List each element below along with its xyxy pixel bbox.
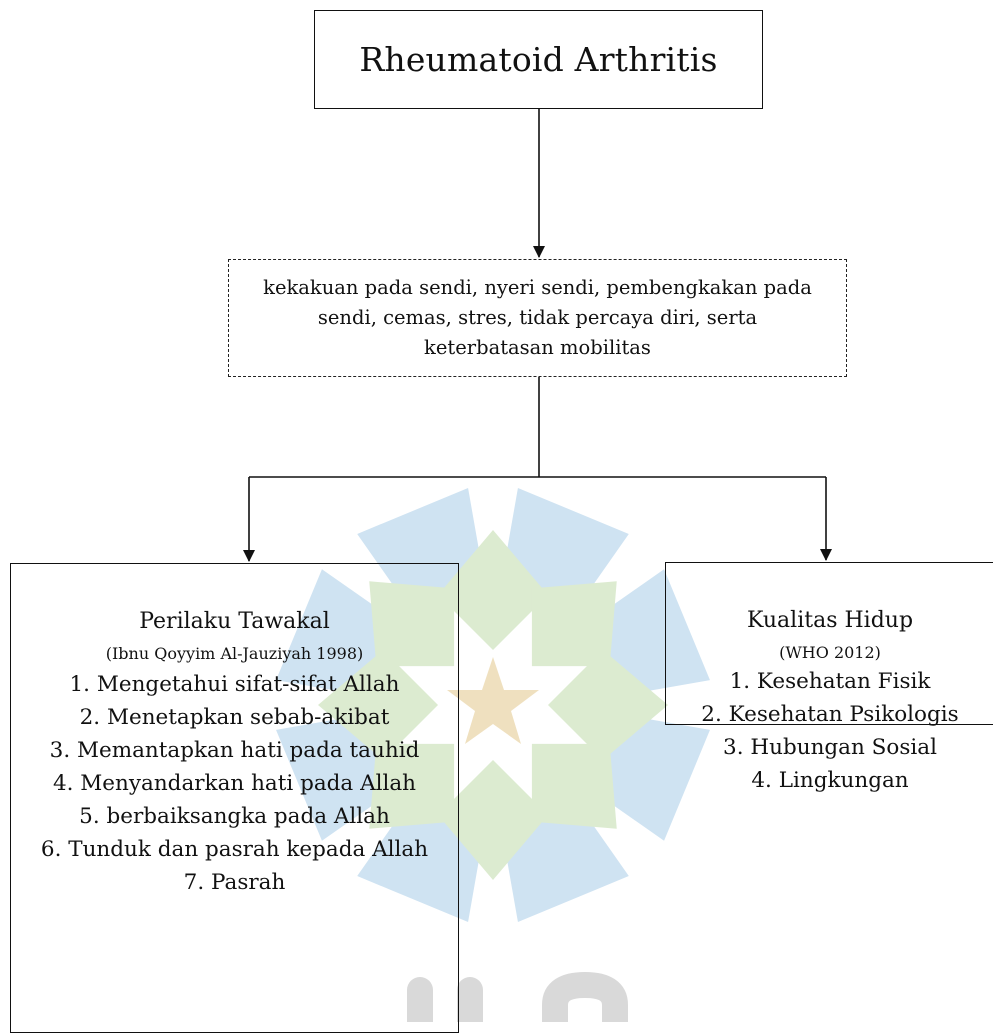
kualitas-reference: (WHO 2012) — [779, 643, 881, 662]
kualitas-list: 1. Kesehatan Fisik 2. Kesehatan Psikolog… — [701, 665, 958, 797]
list-item: 4. Lingkungan — [751, 768, 909, 793]
watermark-petal-green — [531, 743, 617, 829]
list-item: 7. Pasrah — [183, 870, 286, 895]
watermark-petal-green — [548, 650, 668, 760]
list-item: 6. Tunduk dan pasrah kepada Allah — [40, 837, 429, 862]
tawakal-list: 1. Mengetahui sifat-sifat Allah 2. Menet… — [41, 668, 428, 899]
list-item: 5. berbaiksangka pada Allah — [79, 804, 390, 829]
watermark-petal-green — [369, 743, 455, 829]
list-item: 1. Mengetahui sifat-sifat Allah — [69, 672, 400, 697]
symptoms-box: kekakuan pada sendi, nyeri sendi, pemben… — [228, 259, 847, 377]
center-star-icon — [447, 657, 539, 744]
watermark-petal-green — [438, 530, 548, 650]
watermark-petal-green — [369, 581, 455, 667]
list-item: 3. Hubungan Sosial — [723, 735, 937, 760]
list-item: 2. Kesehatan Psikologis — [701, 702, 959, 727]
watermark-petal-green — [318, 650, 438, 760]
star-flower-logo-icon — [276, 488, 710, 922]
watermark-letters — [407, 971, 628, 1022]
symptoms-text: kekakuan pada sendi, nyeri sendi, pemben… — [263, 276, 812, 359]
kualitas-hidup-box: Kualitas Hidup (WHO 2012) 1. Kesehatan F… — [665, 562, 993, 793]
list-item: 4. Menyandarkan hati pada Allah — [52, 771, 417, 796]
watermark-petal-green — [531, 581, 617, 667]
kualitas-title: Kualitas Hidup — [746, 608, 914, 633]
tawakal-reference: (Ibnu Qoyyim Al-Jauziyah 1998) — [105, 644, 364, 663]
rheumatoid-arthritis-box: Rheumatoid Arthritis — [314, 10, 763, 109]
list-item: 1. Kesehatan Fisik — [729, 669, 931, 694]
perilaku-tawakal-box: Perilaku Tawakal (Ibnu Qoyyim Al-Jauziya… — [10, 563, 459, 1033]
watermark-petal-green — [438, 760, 548, 880]
tawakal-title: Perilaku Tawakal — [139, 609, 330, 634]
rheumatoid-arthritis-title: Rheumatoid Arthritis — [359, 40, 718, 79]
list-item: 3. Memantapkan hati pada tauhid — [49, 738, 420, 763]
list-item: 2. Menetapkan sebab-akibat — [79, 705, 390, 730]
